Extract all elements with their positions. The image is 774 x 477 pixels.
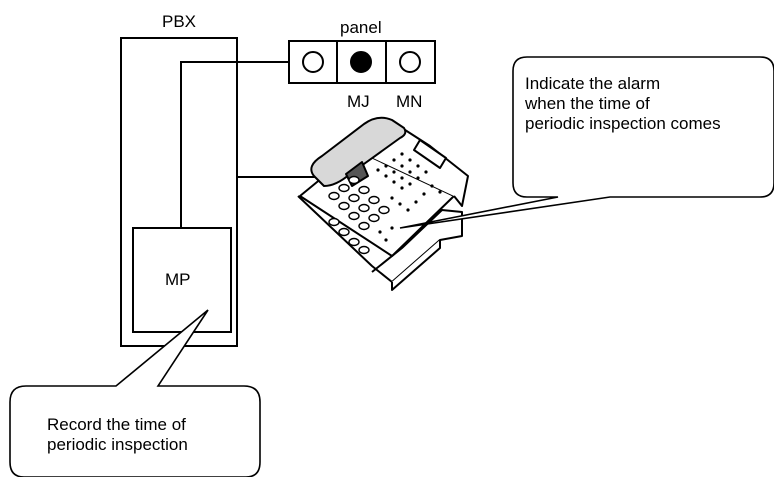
terminal-callout-bubble [399, 56, 774, 229]
alarm-panel [288, 40, 436, 84]
processor-callout-text: Record the time of periodic inspection [47, 415, 188, 455]
processor-callout-line-1: Record the time of [47, 415, 186, 434]
mp-label: MP [165, 270, 191, 289]
pbx-label: PBX [162, 12, 197, 31]
terminal-callout-line-3: periodic inspection comes [525, 114, 721, 133]
panel-label: panel [340, 18, 382, 37]
lamp-unlabeled [302, 51, 324, 73]
mp-module [132, 227, 232, 333]
lamp-mn [399, 51, 421, 73]
mj-lamp-label: MJ [347, 92, 370, 111]
telephone-icon [297, 116, 469, 291]
terminal-callout-line-2: when the time of [525, 94, 650, 113]
terminal-callout-text: Indicate the alarm when the time of peri… [525, 74, 721, 134]
panel-connection-line [180, 61, 289, 228]
processor-callout-line-2: periodic inspection [47, 435, 188, 454]
mn-lamp-label: MN [396, 92, 423, 111]
terminal-callout-line-1: Indicate the alarm [525, 74, 661, 93]
lamp-mj [350, 51, 372, 73]
